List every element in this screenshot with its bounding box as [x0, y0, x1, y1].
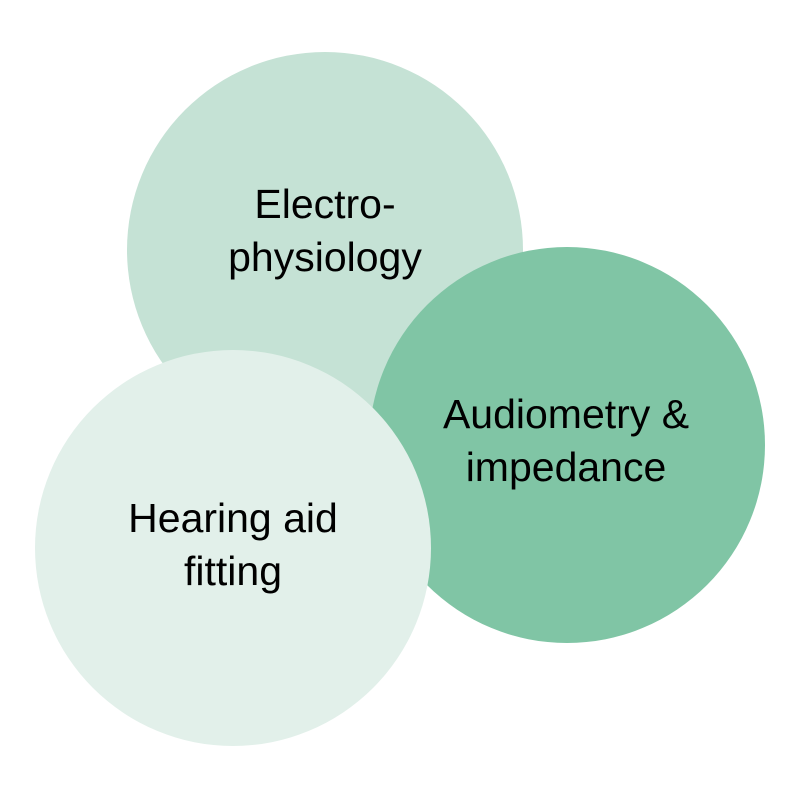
- hearing-aid-label: Hearing aid fitting: [53, 492, 413, 598]
- label-line: fitting: [184, 548, 282, 594]
- label-line: physiology: [228, 234, 422, 280]
- hearing-aid-circle: [35, 350, 431, 746]
- audiometry-circle: [369, 247, 765, 643]
- label-line: Hearing aid: [128, 495, 338, 541]
- label-line: Electro-: [254, 181, 396, 227]
- label-line: Audiometry &: [442, 391, 690, 437]
- label-line: impedance: [465, 444, 667, 490]
- audiometry-label: Audiometry & impedance: [386, 388, 746, 494]
- electrophysiology-label: Electro- physiology: [145, 178, 505, 284]
